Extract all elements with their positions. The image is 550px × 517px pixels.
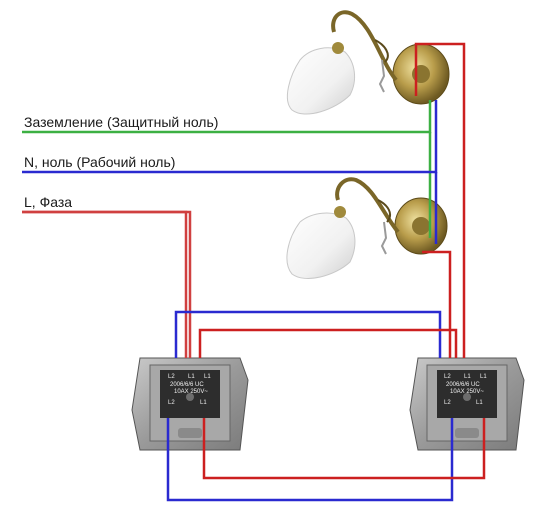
switch-1-screw <box>186 393 194 401</box>
traveler-wires <box>166 310 486 502</box>
switch-2-model: 2006/6/6 UC <box>446 382 480 388</box>
switch-1-rating: 10AX 250V~ <box>174 389 208 395</box>
lamp-1-mount-center <box>412 65 430 83</box>
switch-1-model: 2006/6/6 UC <box>170 382 204 388</box>
phase-wire-lamp-2 <box>422 250 452 358</box>
switch-2-tab <box>455 428 479 438</box>
lamp-2-arm <box>335 177 400 234</box>
phase-wire-lamp-1 <box>414 42 466 358</box>
switch-2-term-top-right: L1 <box>480 374 487 380</box>
traveler-red-bottom <box>202 418 486 480</box>
switch-1: L2 L1 L1 2006/6/6 UC 10AX 250V~ L2 L1 <box>131 357 249 451</box>
lamp-2-crystal <box>380 221 388 255</box>
switch-2: L2 L1 L1 2006/6/6 UC 10AX 250V~ L2 L1 <box>409 357 525 451</box>
traveler-blue-bottom <box>166 418 454 502</box>
switch-2-rating: 10AX 250V~ <box>450 389 484 395</box>
phase-label: L, Фаза <box>24 194 73 210</box>
phase-wires <box>22 42 466 358</box>
phase-wire-a <box>22 210 188 358</box>
ground-label: Заземление (Защитный ноль) <box>24 114 219 130</box>
switch-2-term-bottom-right: L1 <box>476 400 483 406</box>
switch-2-term-top-left: L2 <box>444 374 451 380</box>
neutral-label: N, ноль (Рабочий ноль) <box>24 154 176 170</box>
neutral-wires <box>22 100 438 244</box>
lamp-2-curl <box>377 199 391 223</box>
lamp-1-crystal <box>378 59 386 93</box>
ground-wires <box>22 100 432 238</box>
lamp-2-mount-center <box>412 217 430 235</box>
traveler-red-top <box>198 328 458 358</box>
lamp-2-shade <box>286 212 356 279</box>
switch-2-term-top-mid: L1 <box>464 374 471 380</box>
lamp-2 <box>286 177 448 279</box>
phase-wire-b <box>22 210 192 358</box>
switch-2-screw <box>463 393 471 401</box>
switch-1-term-top-left: L2 <box>168 374 175 380</box>
switch-1-term-top-right: L1 <box>204 374 211 380</box>
switch-2-term-bottom-left: L2 <box>444 400 451 406</box>
switch-1-tab <box>178 428 202 438</box>
traveler-blue-top <box>174 310 442 358</box>
switch-1-term-top-mid: L1 <box>188 374 195 380</box>
switch-1-term-bottom-right: L1 <box>200 400 207 406</box>
switch-1-term-bottom-left: L2 <box>168 400 175 406</box>
lamp-1 <box>287 10 450 115</box>
lamp-1-shade <box>287 47 356 115</box>
lamp-1-curl <box>374 39 389 63</box>
lamp-1-socket <box>332 42 344 54</box>
lamp-2-socket <box>334 206 346 218</box>
